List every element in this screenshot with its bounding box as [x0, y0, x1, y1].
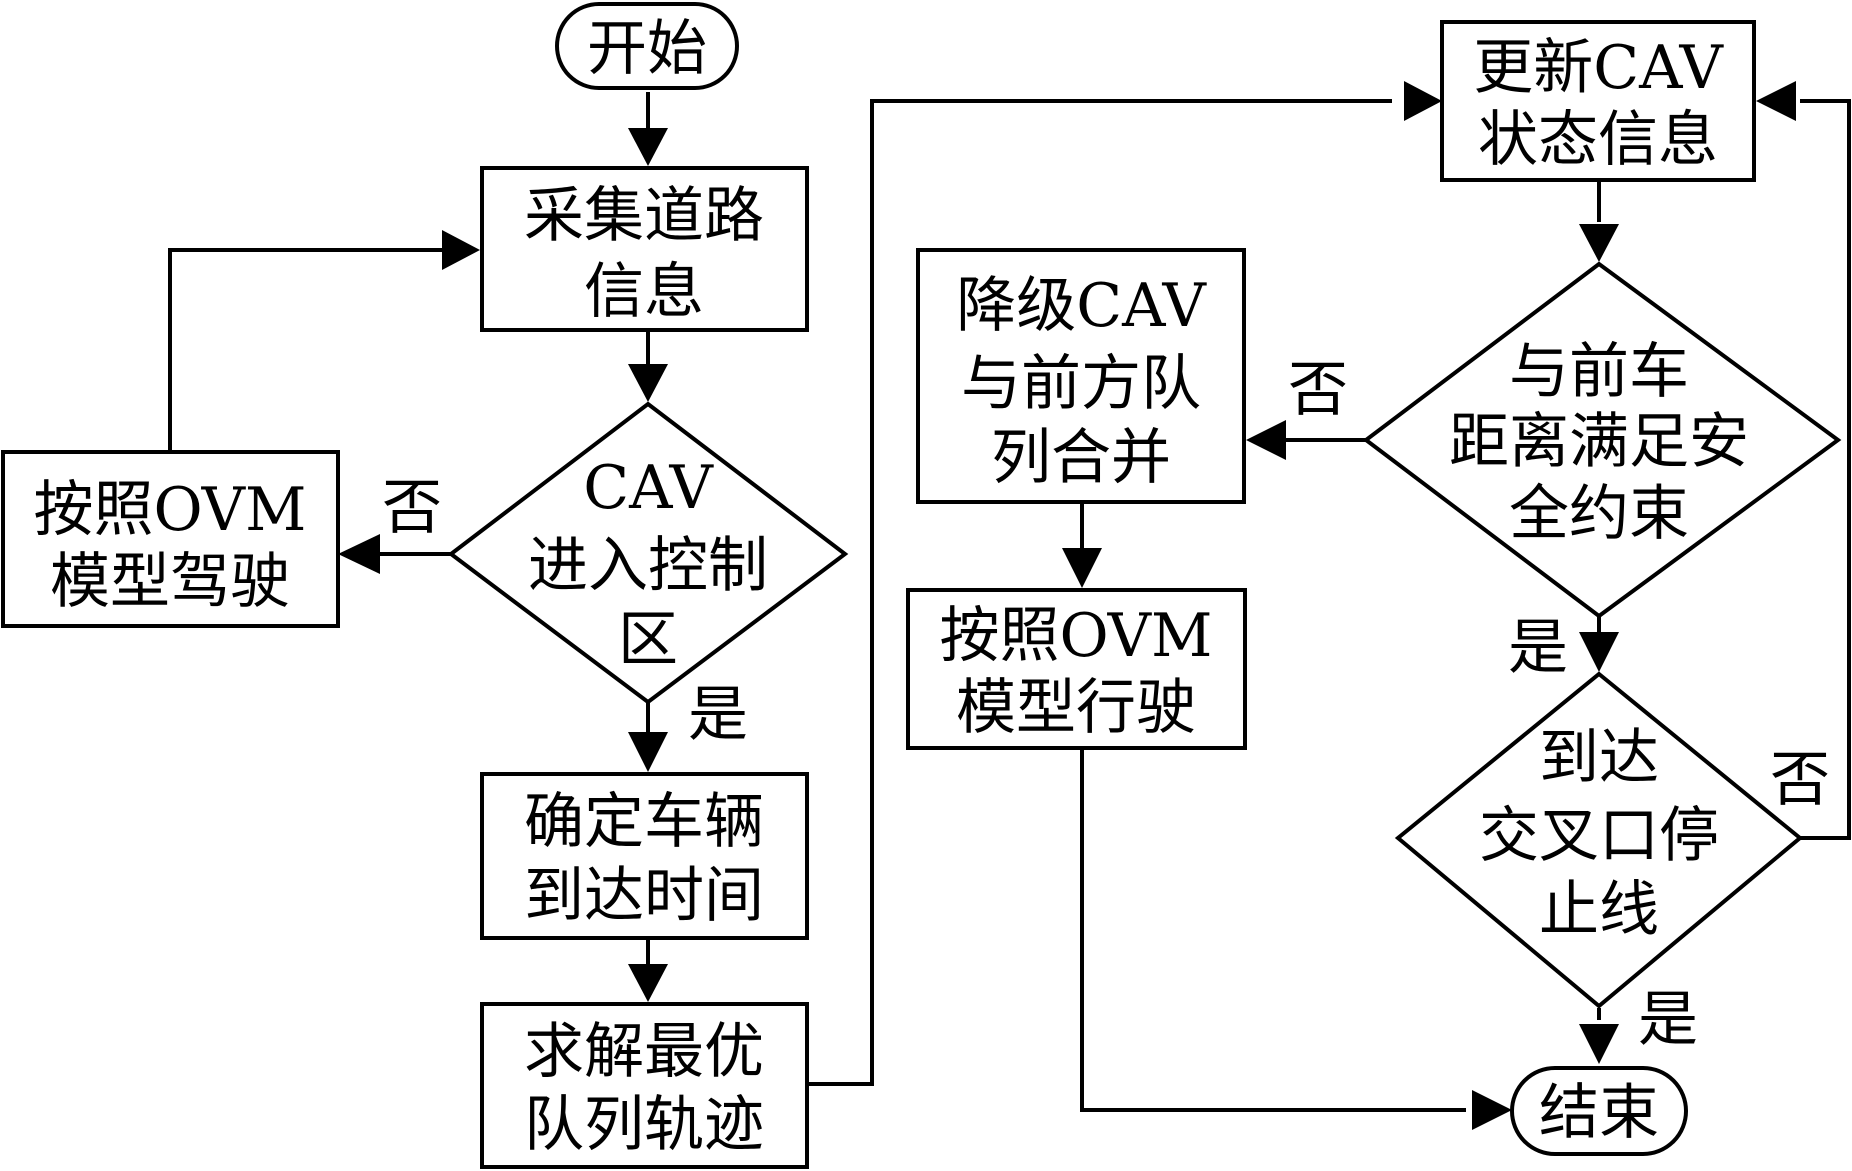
arrow-right-icon [1404, 81, 1442, 121]
arrow-left-icon [1246, 420, 1286, 460]
node-downgrade-line-3: 列合并 [991, 423, 1171, 493]
arrow-down-icon [628, 364, 668, 402]
node-collect-line-1: 采集道路 [524, 181, 764, 251]
node-ovm-left-line-2: 模型驾驶 [50, 547, 290, 617]
node-collect-line-2: 信息 [584, 257, 704, 327]
decision-reach-stopline: 到达 交叉口停 止线 [1394, 671, 1804, 1009]
arrow-right-icon [1472, 1090, 1512, 1130]
arrowheads [338, 81, 1796, 1130]
label-safe-yes: 是 [1508, 613, 1568, 683]
edge-optimal-to-update [808, 99, 1392, 1086]
arrow-down-icon [1579, 224, 1619, 262]
node-start-label: 开始 [587, 14, 707, 84]
node-update-line-1: 更新CAV [1473, 33, 1724, 103]
node-optimal-line-1: 求解最优 [524, 1017, 764, 1087]
node-collect-road-info: 采集道路 信息 [480, 166, 809, 332]
edge-stopline-no-to-update [1800, 99, 1851, 840]
decision-enter-line-1: CAV [583, 453, 714, 523]
edge-labels: 否 是 否 是 否 是 [382, 355, 1830, 1055]
node-ovm-left-line-1: 按照OVM [34, 475, 307, 545]
node-arrival-line-2: 到达时间 [524, 861, 764, 931]
node-ovm-mid-line-2: 模型行驶 [956, 673, 1196, 743]
edge-ovm-left-loop-to-collect [168, 248, 450, 450]
node-update-line-2: 状态信息 [1478, 105, 1718, 175]
decision-safe-line-3: 全约束 [1509, 479, 1689, 549]
arrow-right-icon [442, 230, 480, 270]
node-start: 开始 [555, 2, 739, 90]
label-safe-no: 否 [1288, 355, 1348, 425]
arrow-left-icon [1756, 81, 1796, 121]
node-ovm-drive-left: 按照OVM 模型驾驶 [1, 450, 340, 628]
node-ovm-mid-line-1: 按照OVM [940, 601, 1213, 671]
decision-enter-line-3: 区 [618, 605, 678, 675]
node-downgrade-line-1: 降级CAV [956, 271, 1207, 341]
node-end-label: 结束 [1539, 1078, 1659, 1148]
arrow-down-icon [628, 964, 668, 1002]
decision-enter-control-zone: CAV 进入控制 区 [447, 401, 849, 705]
arrow-down-icon [628, 732, 668, 772]
node-end: 结束 [1510, 1066, 1688, 1156]
node-arrival-time: 确定车辆 到达时间 [480, 772, 809, 940]
edge-ovm-mid-to-end [1080, 748, 1466, 1112]
arrow-down-icon [628, 128, 668, 166]
decision-safe-line-2: 距离满足安 [1449, 407, 1749, 477]
arrow-down-icon [1579, 632, 1619, 672]
decision-enter-line-2: 进入控制 [528, 531, 768, 601]
label-enter-zone-no: 否 [382, 473, 442, 543]
node-arrival-line-1: 确定车辆 [524, 787, 764, 857]
node-update-cav-state: 更新CAV 状态信息 [1440, 20, 1756, 182]
decision-stopline-line-1: 到达 [1539, 723, 1659, 793]
decision-stopline-line-2: 交叉口停 [1479, 801, 1719, 871]
label-stopline-no: 否 [1770, 745, 1830, 815]
connectors [168, 92, 1851, 1112]
node-optimal-trajectory: 求解最优 队列轨迹 [480, 1002, 809, 1169]
node-optimal-line-2: 队列轨迹 [524, 1090, 764, 1160]
decision-safe-line-1: 与前车 [1509, 337, 1689, 407]
label-enter-zone-yes: 是 [688, 680, 748, 750]
label-stopline-yes: 是 [1638, 985, 1698, 1055]
node-downgrade-line-2: 与前方队 [961, 349, 1201, 419]
arrow-left-icon [338, 534, 380, 574]
decision-stopline-line-3: 止线 [1539, 875, 1659, 945]
decision-safe-distance: 与前车 距离满足安 全约束 [1362, 261, 1842, 619]
node-downgrade-merge: 降级CAV 与前方队 列合并 [916, 248, 1246, 504]
node-ovm-drive-mid: 按照OVM 模型行驶 [906, 588, 1247, 750]
arrow-down-icon [1579, 1024, 1619, 1064]
arrow-down-icon [1062, 548, 1102, 588]
